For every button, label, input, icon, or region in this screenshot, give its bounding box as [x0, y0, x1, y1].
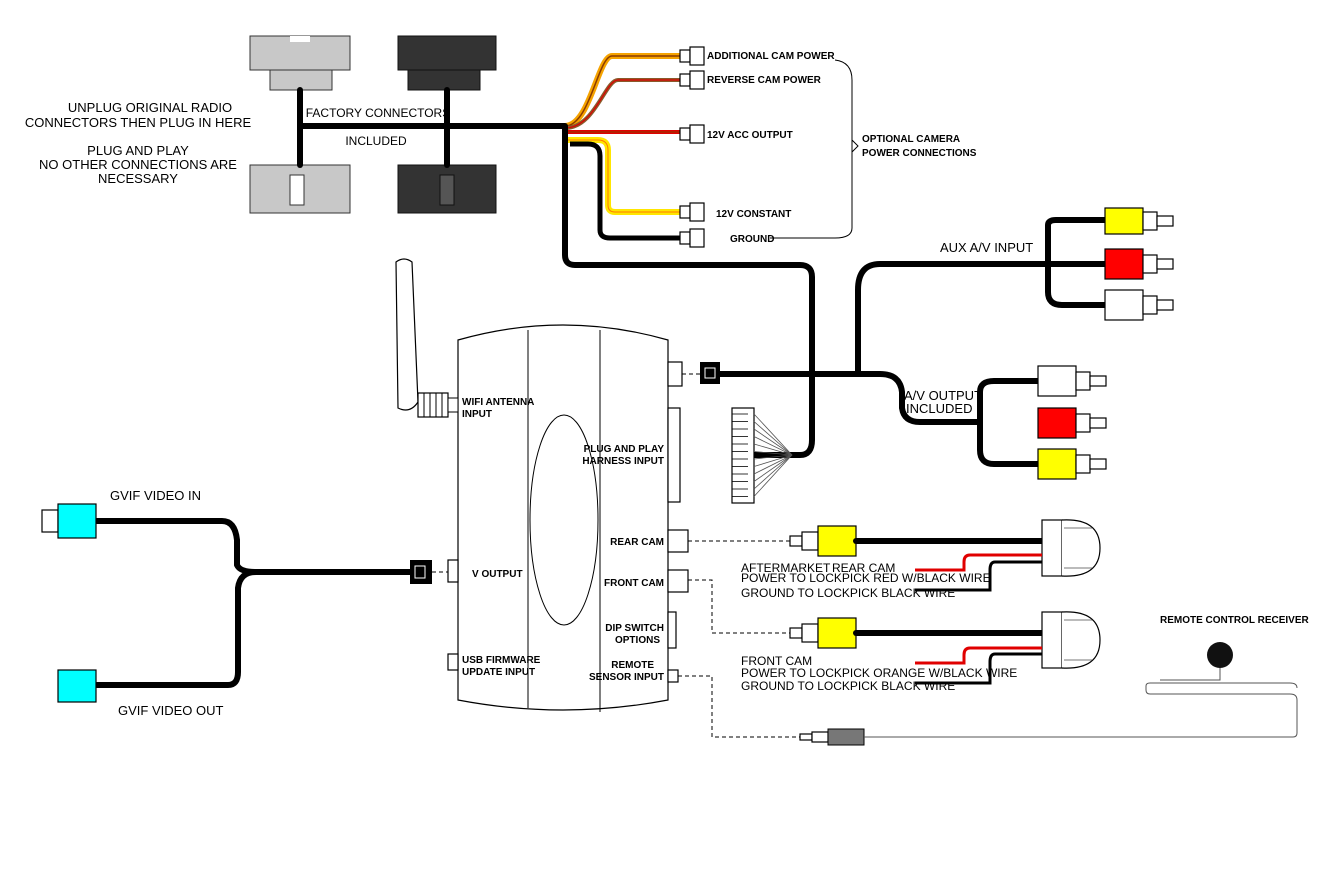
front-cam-rca [789, 617, 857, 649]
harness-pin-lead [753, 443, 793, 456]
gvif-v-output-plug [410, 560, 432, 584]
rear-cam-line3: GROUND TO LOCKPICK BLACK WIRE [741, 586, 955, 600]
harness-to-module-wire [562, 123, 815, 458]
front-cam-port-label: FRONT CAM [604, 578, 664, 589]
constant-label: 12V CONSTANT [716, 209, 791, 220]
remote-receiver-label: REMOTE CONTROL RECEIVER [1160, 615, 1309, 626]
brown-wire-inner [564, 79, 680, 129]
remote-cable [864, 682, 1298, 738]
av-output-line1: A/V OUTPUT [904, 388, 982, 403]
usb-firmware-line1: USB FIRMWARE [462, 655, 541, 666]
harness-pin-lead [753, 454, 793, 490]
harness-pin-lead [753, 454, 793, 460]
rear-cam-line1: AFTERMARKET [741, 561, 831, 575]
optional-bracket [770, 59, 853, 239]
wifi-antenna [395, 258, 459, 418]
gvif-video-in-label: GVIF VIDEO IN [110, 488, 201, 503]
gvif-wire [94, 518, 413, 688]
wifi-label-line1: WIFI ANTENNA [462, 397, 534, 408]
optional-bracket-tip [851, 139, 859, 153]
harness-pin-lead [753, 454, 793, 467]
rear-camera [1041, 519, 1101, 577]
plug-and-play-harness-connector [731, 407, 793, 504]
remote-dash [678, 675, 800, 738]
orange-wire [564, 53, 680, 129]
av-main-wire [717, 371, 981, 425]
harness-pin-lead [753, 454, 793, 475]
wifi-label-line2: INPUT [462, 409, 492, 420]
dip-switch-line2: OPTIONS [615, 635, 660, 646]
factory-connectors-label: FACTORY CONNECTORS [306, 106, 450, 120]
harness-pin-lead [753, 451, 793, 456]
remote-sensor-lead [1160, 668, 1221, 681]
harness-pin-lead [753, 413, 793, 456]
aux-rca-plugs [1104, 207, 1174, 321]
av-port-plug [700, 362, 720, 384]
rear-cam-port-label: REAR CAM [610, 537, 664, 548]
harness-input-line2: HARNESS INPUT [582, 456, 664, 467]
dip-switch-line1: DIP SWITCH [605, 623, 664, 634]
rear-cam-line2: POWER TO LOCKPICK RED W/BLACK WIRE [741, 571, 991, 585]
factory-connector-black-bottom [397, 164, 497, 214]
module-body [457, 324, 669, 712]
yellow-wire-inner [568, 139, 680, 213]
ground-wire [570, 141, 680, 241]
front-cam-line2: POWER TO LOCKPICK ORANGE W/BLACK WIRE [741, 666, 1017, 680]
av-output-line2: INCLUDED [906, 401, 972, 416]
av-output-branch-wire [977, 378, 1041, 467]
front-cam-dash [688, 579, 790, 634]
harness-input-line1: PLUG AND PLAY [584, 444, 665, 455]
rear-cam-ground-wire [915, 560, 1042, 592]
optional-line1: OPTIONAL CAMERA [862, 134, 960, 145]
factory-connector-grey-bottom [249, 164, 351, 214]
power-connector-pins [679, 46, 705, 248]
harness-instructions-line1: UNPLUG ORIGINAL RADIO [68, 100, 232, 115]
gvif-video-in-connector [41, 503, 97, 539]
additional-cam-power-label: ADDITIONAL CAM POWER [707, 51, 835, 62]
rear-cam-power-wire [915, 553, 1042, 572]
front-cam-line1: FRONT CAM [741, 654, 812, 668]
harness-instructions-line2: CONNECTORS THEN PLUG IN HERE [25, 115, 252, 130]
gvif-video-out-label: GVIF VIDEO OUT [118, 703, 224, 718]
remote-jack-plug [799, 728, 865, 746]
plug-play-line2: NO OTHER CONNECTIONS ARE [39, 157, 237, 172]
rear-cam-line1b: REAR CAM [832, 561, 895, 575]
brown-wire [564, 78, 680, 130]
reverse-cam-power-label: REVERSE CAM POWER [707, 75, 822, 86]
remote-sensor-line2: SENSOR INPUT [589, 672, 664, 683]
harness-pin-lead [753, 428, 793, 456]
acc-output-label: 12V ACC OUTPUT [707, 130, 793, 141]
factory-connector-black-top [397, 35, 497, 91]
gvif-video-out-connector [57, 669, 97, 703]
factory-included-label: INCLUDED [345, 134, 407, 148]
aux-input-label: AUX A/V INPUT [940, 240, 1033, 255]
remote-sensor [1207, 642, 1233, 668]
v-output-label: V OUTPUT [472, 569, 523, 580]
harness-pin-lead [753, 436, 793, 456]
av-output-rca-plugs [1037, 365, 1107, 480]
usb-firmware-line2: UPDATE INPUT [462, 667, 535, 678]
ground-label: GROUND [730, 234, 774, 245]
harness-pin-lead [753, 454, 793, 482]
optional-line2: POWER CONNECTIONS [862, 148, 977, 159]
remote-sensor-line1: REMOTE [611, 660, 654, 671]
harness-pin-lead [753, 454, 793, 497]
aux-branch-wire [1045, 217, 1108, 308]
factory-connector-grey-top [249, 35, 351, 91]
aux-av-wire [855, 261, 1108, 377]
front-cam-line3: GROUND TO LOCKPICK BLACK WIRE [741, 679, 955, 693]
plug-play-line1: PLUG AND PLAY [87, 143, 189, 158]
plug-play-line3: NECESSARY [98, 171, 178, 186]
front-camera [1041, 611, 1101, 669]
harness-pin-lead [753, 421, 793, 456]
front-cam-power-wire [915, 646, 1042, 665]
front-cam-ground-wire [915, 652, 1042, 685]
yellow-wire [568, 137, 680, 215]
rear-cam-rca [789, 525, 857, 557]
orange-wire-inner [564, 55, 680, 127]
